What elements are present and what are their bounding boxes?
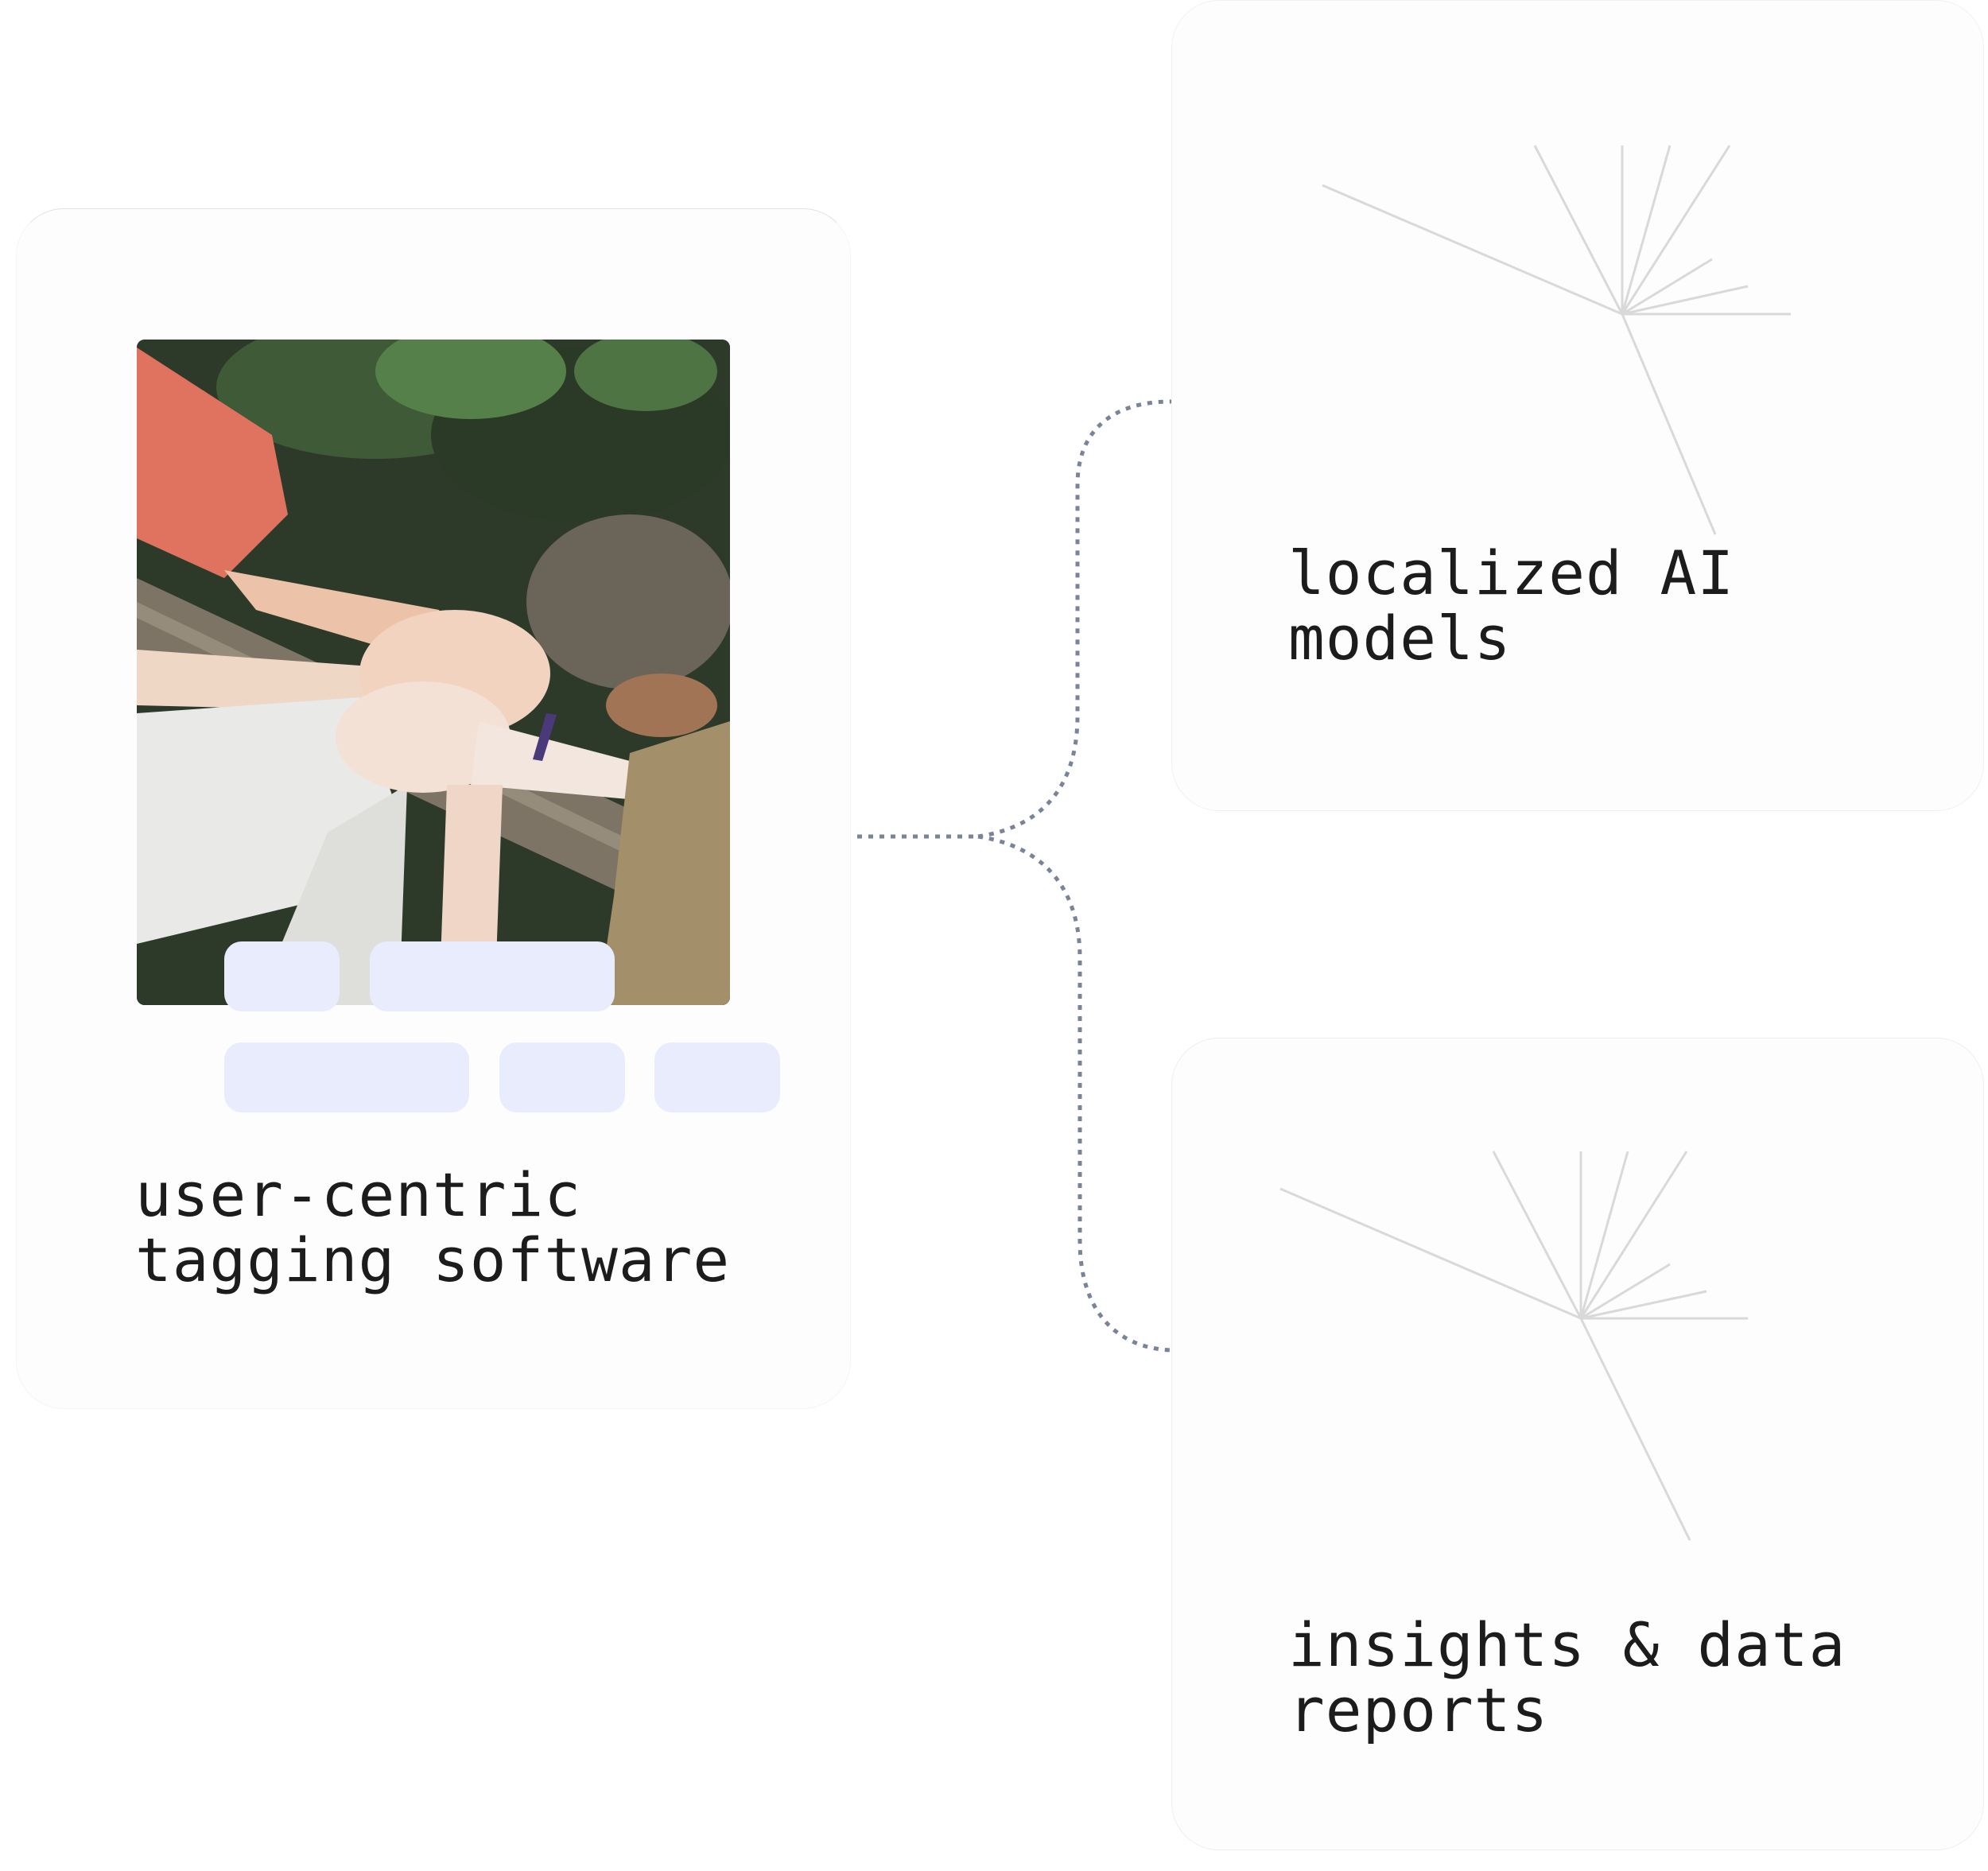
source-node-label: user-centric tagging software: [135, 1159, 731, 1295]
starburst-lines-icon: [1322, 145, 1791, 535]
tag-chip[interactable]: [224, 941, 340, 1011]
team-hands-photo: [137, 340, 730, 1005]
target-card-insights: [1171, 1038, 1984, 1850]
starburst-lines-icon: [1279, 1151, 1748, 1541]
tag-chip[interactable]: [224, 1042, 469, 1112]
tag-chip[interactable]: [370, 941, 615, 1011]
target-node-label: localized AI models: [1288, 538, 1735, 673]
tag-chip[interactable]: [654, 1042, 780, 1112]
connector-lines: [857, 399, 1172, 1353]
target-node-label: insights & data reports: [1288, 1609, 1846, 1745]
target-card-ai: [1171, 0, 1984, 811]
tag-chip[interactable]: [499, 1042, 625, 1112]
